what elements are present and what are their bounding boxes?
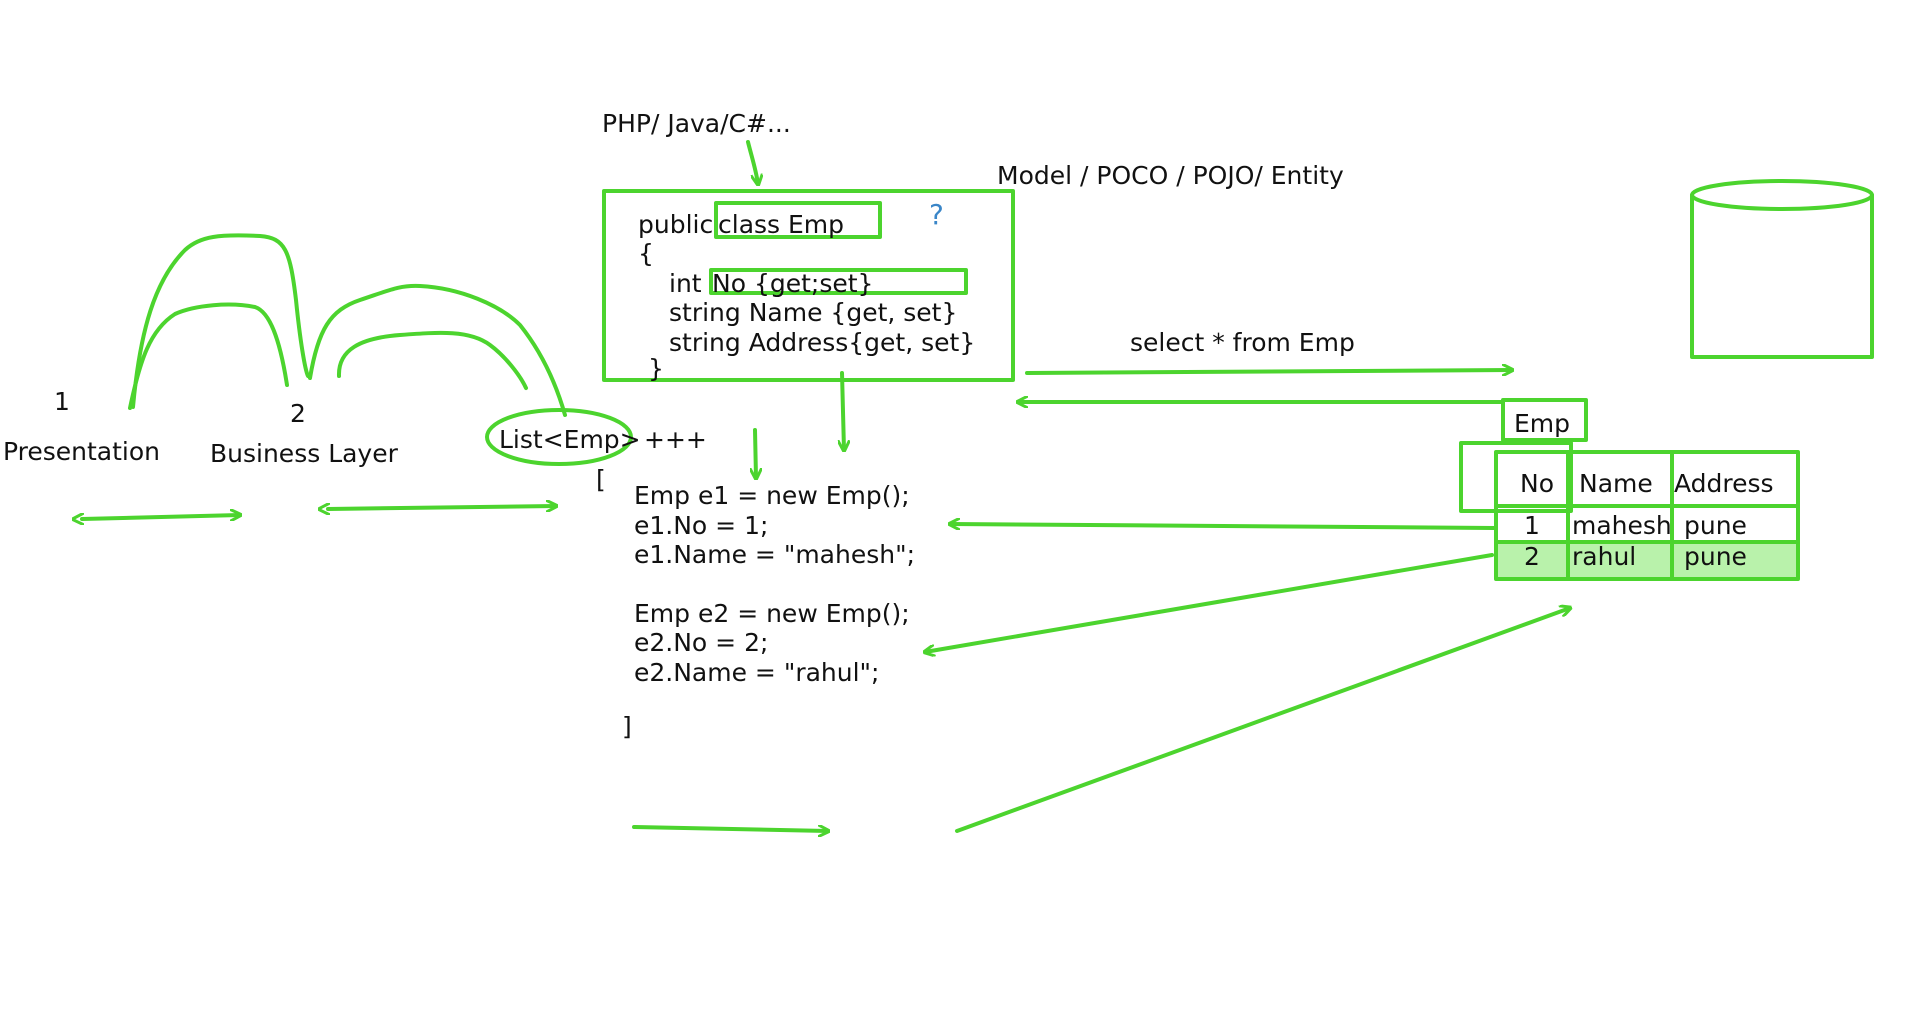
plus-label: +++ (644, 425, 707, 454)
class-line-5: string Address{get, set} (669, 328, 976, 357)
arc-2-inner (336, 330, 528, 390)
arc-1-inner (128, 302, 289, 410)
no-property-highlight (709, 268, 968, 295)
table-row-2-name: rahul (1572, 542, 1637, 571)
table-header-no: No (1520, 469, 1554, 498)
table-name-box (1501, 398, 1588, 442)
bottom-arrow-1 (632, 827, 828, 831)
languages-arrow (746, 140, 758, 184)
table-header-address: Address (1674, 469, 1774, 498)
model-label: Model / POCO / POJO/ Entity (997, 161, 1344, 190)
obj-e2-name: e2.Name = "rahul"; (634, 658, 880, 687)
query-arrow (1025, 370, 1512, 373)
layer-2-number: 2 (290, 399, 306, 428)
table-name: Emp (1514, 409, 1571, 438)
list-emp-circle (485, 408, 633, 466)
no-column-box (1459, 441, 1573, 513)
class-down-arrow-1 (755, 428, 756, 478)
table-row-1-name: mahesh (1572, 511, 1672, 540)
table-row-1-no: 1 (1524, 511, 1540, 540)
table-row-2-box (1494, 540, 1800, 581)
row1-to-object-arrow (950, 524, 1496, 528)
class-line-1-keyword: public (638, 210, 714, 239)
layer-arrow-1 (82, 515, 240, 519)
layer-1-number: 1 (54, 387, 70, 416)
layer-2-name: Business Layer (210, 439, 398, 468)
class-line-2: { (638, 239, 654, 268)
obj-e1-name: e1.Name = "mahesh"; (634, 540, 916, 569)
class-down-arrow-2 (842, 371, 844, 450)
table-row-2-address: pune (1684, 542, 1747, 571)
database-icon (1690, 179, 1874, 359)
list-emp-label: List<Emp> (499, 425, 641, 454)
obj-e2-new: Emp e2 = new Emp(); (634, 599, 910, 628)
table-header-name: Name (1579, 469, 1653, 498)
class-emp-highlight (714, 201, 882, 239)
class-line-1-name: class Emp (718, 210, 845, 239)
arc-2-outer (308, 283, 567, 417)
query-label: select * from Emp (1130, 328, 1355, 357)
arc-1-outer (131, 233, 310, 409)
class-line-3-type: int (669, 269, 702, 298)
obj-e1-no: e1.No = 1; (634, 511, 769, 540)
class-box (602, 189, 1015, 382)
table-row-1-address: pune (1684, 511, 1747, 540)
layer-1-name: Presentation (3, 437, 161, 466)
bottom-arrow-2 (955, 608, 1570, 833)
languages-label: PHP/ Java/C#... (602, 109, 791, 138)
open-bracket: [ (596, 465, 606, 494)
obj-e2-no: e2.No = 2; (634, 628, 769, 657)
class-line-4: string Name {get, set} (669, 298, 958, 327)
row2-to-object-arrow (925, 553, 1494, 652)
close-bracket: ] (622, 712, 632, 741)
class-line-3-prop: No {get;set} (712, 269, 874, 298)
table-row-2-no: 2 (1524, 542, 1540, 571)
question-mark: ? (929, 198, 944, 231)
layer-arrow-2 (328, 506, 556, 509)
obj-e1-new: Emp e1 = new Emp(); (634, 481, 910, 510)
class-line-6: } (648, 354, 664, 383)
